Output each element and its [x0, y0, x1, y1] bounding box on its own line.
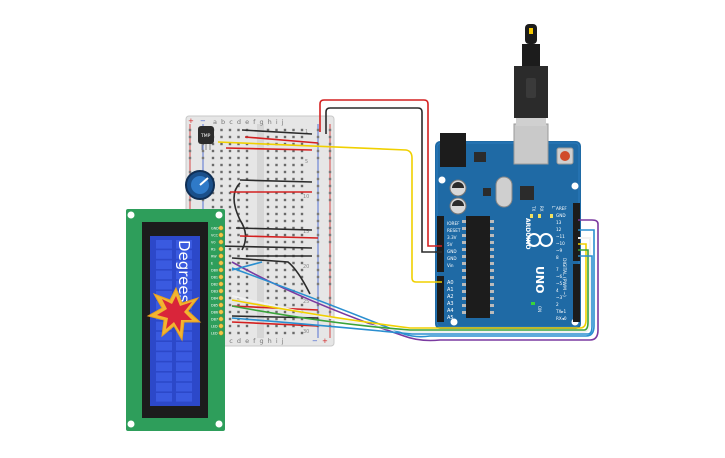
breadboard-bottom-letters: a b c d e f g h i j [213, 337, 285, 345]
burst-warning-icon [146, 286, 202, 342]
digital-header-top [573, 203, 580, 261]
breadboard-row-numbers: 1 5 10 15 20 25 30 [303, 129, 309, 335]
lcd-pin-label: E [211, 262, 213, 266]
digital-pin-label: 13 [556, 220, 562, 225]
lcd-pin-label: DB4 [211, 297, 218, 301]
tx-label: TX [531, 205, 536, 211]
wire-5v-red[interactable] [319, 99, 442, 247]
digital-pin-label: ~3 [556, 295, 563, 300]
lcd-pin-label: DB1 [211, 276, 218, 280]
potentiometer[interactable] [185, 170, 215, 200]
power-pin-labels: IOREF RESET 3.3V 5V GND GND Vin [447, 221, 461, 268]
lcd-pin-label: DB6 [211, 311, 218, 315]
wire-sensor-a0-yellow[interactable] [217, 141, 442, 283]
svg-text:1: 1 [305, 129, 308, 135]
power-header [437, 216, 444, 272]
wire-db5-yellow[interactable] [231, 243, 587, 329]
potentiometer-knob-indicator [199, 177, 209, 186]
atmega-chip [466, 216, 490, 318]
svg-text:10: 10 [303, 194, 309, 200]
arduino-brand-label: ARDUINO [524, 218, 531, 249]
rail-minus-label-right: − [312, 337, 318, 345]
digital-pin-label: RX◂0 [556, 316, 567, 321]
rail-minus-label: − [200, 117, 206, 125]
lcd-display-text: Degrees [175, 240, 193, 303]
digital-pin-label: ~6 [556, 274, 563, 279]
digital-pin-label: ~11 [556, 234, 565, 239]
lcd-pin-label: DB3 [211, 290, 218, 294]
power-pin-label: IOREF [447, 221, 460, 226]
arduino-infinity-logo [527, 233, 553, 247]
digital-header-bottom [573, 264, 580, 322]
digital-pin-label: ~5 [556, 281, 563, 286]
wire-rs-purple[interactable] [231, 219, 599, 342]
lcd-pin-label: RS [211, 248, 216, 252]
svg-text:15: 15 [303, 229, 309, 235]
digital-pin-label: ~9 [556, 248, 563, 253]
svg-text:20: 20 [303, 264, 309, 270]
power-pin-label: GND [447, 256, 457, 261]
digital-pin-label: 8 [556, 255, 559, 260]
usb-cable[interactable] [514, 24, 548, 126]
lcd-pin-label: GND [211, 227, 219, 231]
wires [217, 99, 599, 342]
rail-plus-label-right: + [322, 337, 328, 345]
analog-pin-label: A3 [447, 301, 454, 307]
power-pin-label: 5V [447, 242, 453, 247]
digital-pin-label: 12 [556, 227, 562, 232]
digital-pin-labels: AREF GND 13 12 ~11 ~10 ~9 8 7 ~6 ~5 4 ~3 2TX▸1RX◂0 [555, 206, 567, 321]
analog-pin-label: A0 [447, 280, 454, 286]
rx-label: RX [539, 206, 544, 212]
arduino-model-label: UNO [533, 266, 546, 294]
power-jack [440, 133, 466, 167]
lcd-pin-label: DB2 [211, 283, 218, 287]
digital-pin-label: 4 [556, 288, 559, 293]
sensor-label: TMP [200, 133, 211, 139]
digital-pin-label: ~10 [556, 241, 565, 246]
digital-pin-label: GND [556, 213, 566, 218]
l-led-label: L [551, 206, 556, 209]
wire-db4-white[interactable] [231, 237, 591, 333]
power-pin-label: GND [447, 249, 457, 254]
lcd-pin-label: DB5 [211, 304, 218, 308]
digital-pin-label: 2 [556, 302, 559, 307]
chip-pins [462, 220, 494, 314]
lcd-pin-label: V0 [211, 241, 215, 245]
lcd-pin-label: RW [211, 255, 217, 259]
lcd-pin-label: DB7 [211, 318, 218, 322]
analog-pin-label: A4 [447, 308, 454, 314]
analog-pin-label: A1 [447, 287, 454, 293]
power-pin-label: 3.3V [447, 235, 457, 240]
lcd-pin-label: VCC [211, 234, 219, 238]
wire-db7-blue2[interactable] [231, 255, 593, 335]
wire-e-blue[interactable] [231, 229, 595, 338]
lcd-pin-label: DB0 [211, 269, 218, 273]
power-pin-label: Vin [447, 263, 454, 268]
digital-pin-label: 7 [556, 267, 559, 272]
svg-text:25: 25 [303, 299, 309, 305]
digital-pin-label: TX▸1 [555, 309, 567, 314]
digital-pin-label: AREF [556, 206, 567, 211]
on-led-label: ON [537, 306, 542, 312]
digital-pwm-label: DIGITAL (PWM ~) [561, 258, 567, 297]
analog-pin-label: A2 [447, 294, 454, 300]
lcd-pin-label: LED [211, 332, 218, 336]
usb-port [513, 123, 549, 165]
wire-db6-green[interactable] [231, 249, 589, 331]
analog-header [437, 276, 444, 322]
svg-text:5: 5 [305, 159, 308, 165]
wire-gnd-black[interactable] [325, 107, 442, 253]
power-pin-label: RESET [447, 228, 461, 233]
breadboard-top-letters: a b c d e f g h i j [213, 118, 285, 126]
lcd-pin-label: LED [211, 325, 218, 329]
rail-plus-label: + [188, 117, 194, 125]
temperature-sensor[interactable]: TMP [198, 126, 214, 150]
analog-pin-label: A5 [447, 315, 454, 321]
svg-text:30: 30 [303, 329, 309, 335]
